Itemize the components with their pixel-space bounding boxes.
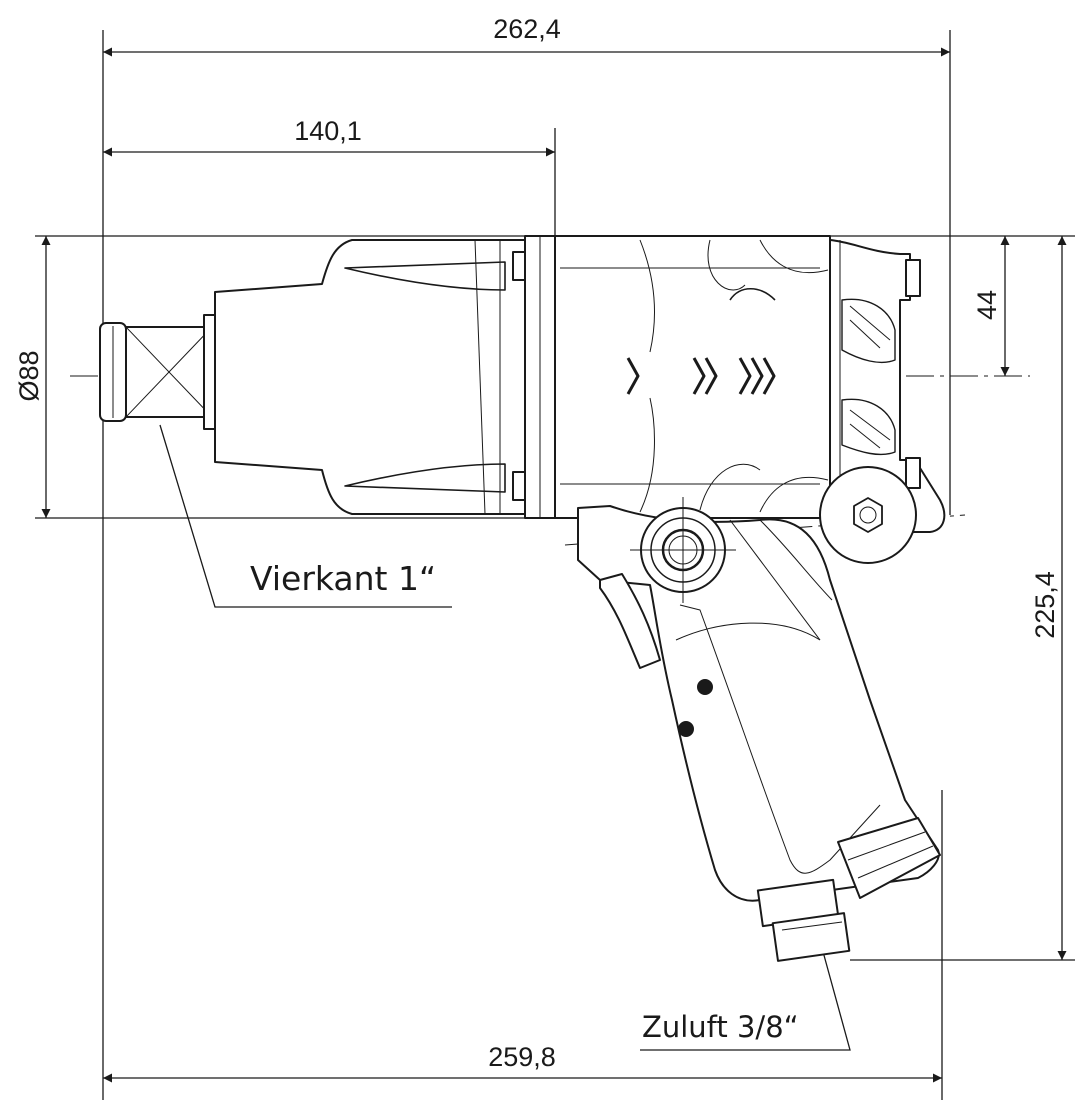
impact-wrench-drawing (99, 235, 946, 962)
callout-air-inlet: Zuluft 3/8“ (640, 947, 851, 1051)
dim-front-length: 140,1 (294, 116, 362, 146)
rear-cover (819, 239, 946, 564)
dim-head-diameter: Ø88 (14, 350, 44, 401)
hammer-case (214, 235, 556, 519)
square-drive-shaft (99, 314, 221, 430)
dim-overall-height: 225,4 (1030, 571, 1060, 639)
trigger (599, 573, 661, 669)
motor-housing (554, 235, 831, 519)
dim-axis-offset: 44 (972, 290, 1002, 320)
callout-square-drive-label: Vierkant 1“ (250, 559, 436, 598)
exhaust-ring (630, 497, 736, 603)
dimension-lines (35, 30, 1075, 1100)
dim-base-length: 259,8 (488, 1042, 556, 1072)
callout-square-drive: Vierkant 1“ (159, 424, 452, 608)
air-inlet-fitting (756, 817, 941, 962)
dim-overall-length: 262,4 (493, 14, 561, 44)
callout-air-inlet-label: Zuluft 3/8“ (642, 1010, 799, 1044)
